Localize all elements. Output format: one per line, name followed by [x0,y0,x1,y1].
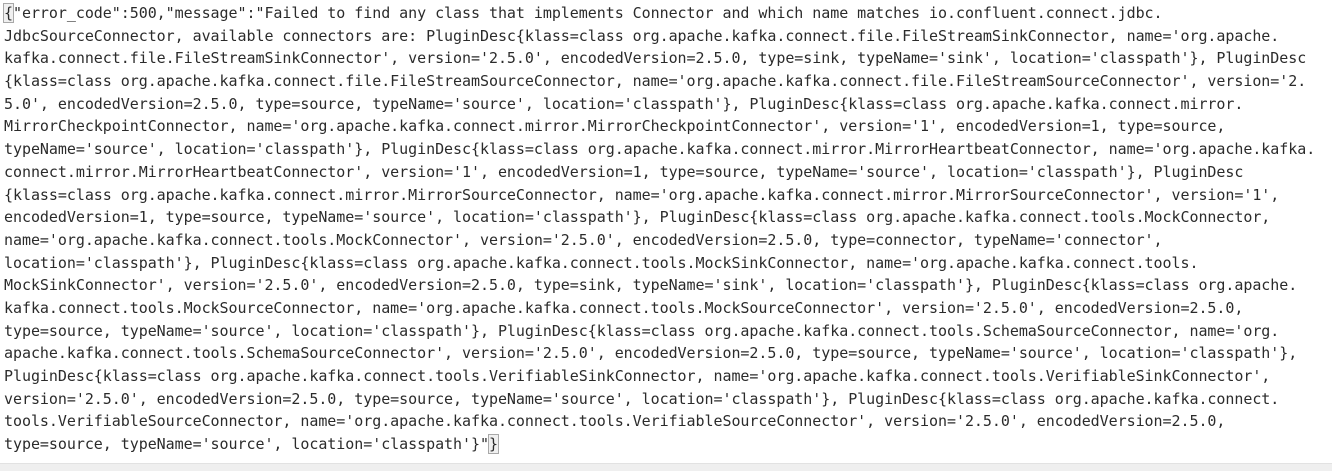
horizontal-scrollbar[interactable] [0,463,1332,471]
text-line: {"error_code":500,"message":"Failed to f… [3,2,1315,25]
text-line: location='classpath'}, PluginDesc{klass=… [4,253,1199,272]
text-line: type=source, typeName='source', location… [4,321,1280,340]
text-line: 5.0', encodedVersion=2.5.0, type=source,… [4,94,1244,113]
text-line: MockSinkConnector', version='2.5.0', enc… [4,276,1298,295]
text-line-content: type=source, typeName='source', location… [4,435,489,454]
open-brace-match-highlight: { [3,3,14,23]
text-line: MirrorCheckpointConnector, name='org.apa… [4,117,1226,136]
text-line: tools.VerifiableSourceConnector, name='o… [4,412,1226,431]
text-line: kafka.connect.file.FileStreamSinkConnect… [4,49,1307,68]
text-line: {klass=class org.apache.kafka.connect.fi… [4,72,1307,91]
text-line: apache.kafka.connect.tools.SchemaSourceC… [4,344,1298,363]
text-line: name='org.apache.kafka.connect.tools.Moc… [4,230,1163,249]
text-line: type=source, typeName='source', location… [4,433,1315,456]
text-line: PluginDesc{klass=class org.apache.kafka.… [4,367,1271,385]
text-line-content: "error_code":500,"message":"Failed to fi… [12,4,1163,22]
text-line: encodedVersion=1, type=source, typeName=… [4,208,1271,227]
text-line: connect.mirror.MirrorHeartbeatConnector'… [4,162,1244,181]
json-response-text: {"error_code":500,"message":"Failed to f… [3,2,1316,456]
text-line: typeName='source', location='classpath'}… [4,140,1316,159]
close-brace-match-highlight: } [487,434,499,455]
text-line: JdbcSourceConnector, available connector… [4,26,1280,45]
text-line: version='2.5.0', encodedVersion=2.5.0, t… [4,389,1280,408]
text-line: kafka.connect.tools.MockSourceConnector,… [4,298,1244,317]
text-line: {klass=class org.apache.kafka.connect.mi… [4,185,1280,204]
